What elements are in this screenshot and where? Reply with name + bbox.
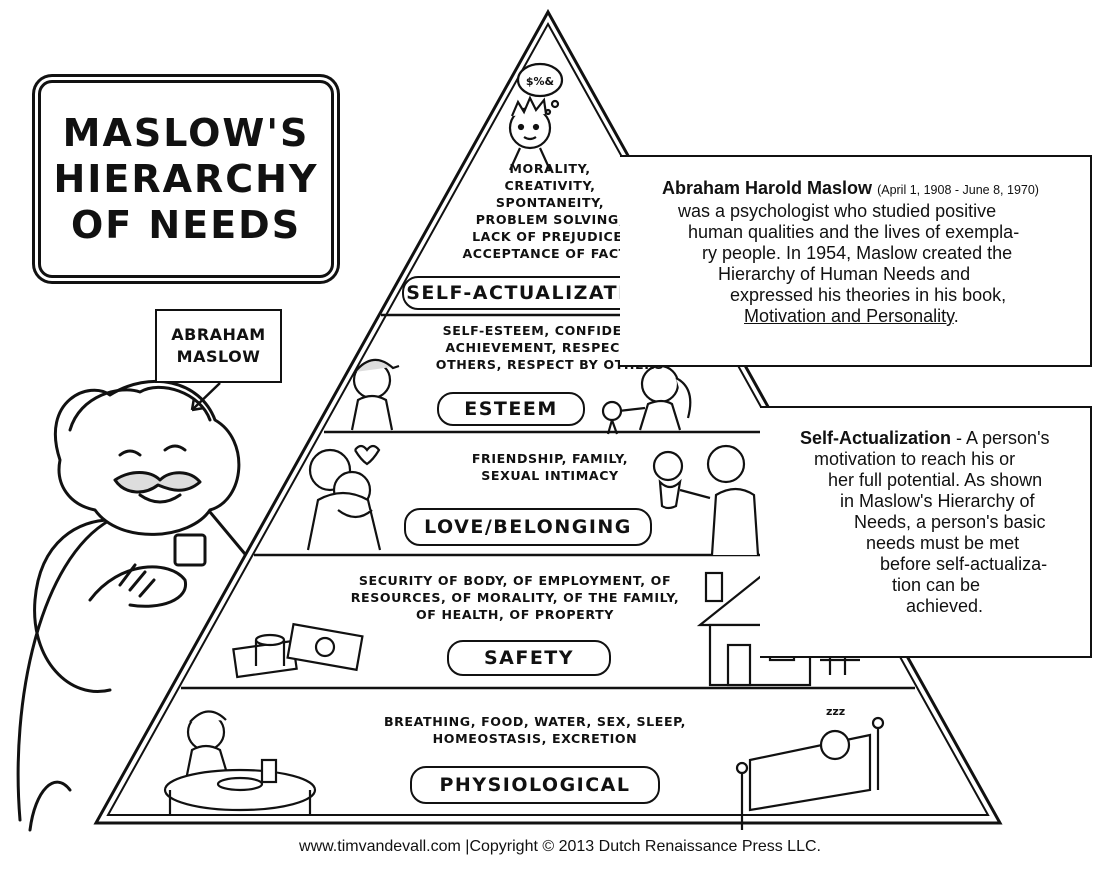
need-line: SEXUAL INTIMACY [481, 468, 619, 483]
bio-box [620, 155, 1092, 367]
need-line: SECURITY OF BODY, OF EMPLOYMENT, OF [358, 573, 672, 588]
thinking-boy-drawing [508, 62, 564, 171]
need-line: SPONTANEITY, [495, 195, 605, 210]
definition-first: - A person's [951, 428, 1050, 448]
esteem-needs: SELF-ESTEEM, CONFIDENCE, ACHIEVEMENT, RE… [410, 322, 690, 373]
definition-line: tion can be [892, 575, 981, 595]
maslow-character [16, 379, 252, 832]
name-tag-line: MASLOW [176, 347, 261, 366]
need-line: ACCEPTANCE OF FACTS [462, 246, 638, 261]
definition-line: before self-actualiza- [880, 554, 1048, 574]
money-house-drawing [232, 571, 860, 687]
bio-dates: (April 1, 1908 - June 8, 1970) [877, 183, 1039, 197]
need-line: SELF-ESTEEM, CONFIDENCE, [442, 323, 658, 338]
copyright-footer: www.timvandevall.com |Copyright © 2013 D… [299, 838, 821, 855]
need-line: MORALITY, [509, 161, 591, 176]
title-line: OF NEEDS [70, 203, 302, 247]
need-line: CREATIVITY, [504, 178, 596, 193]
love-belonging-label: LOVE/BELONGING [404, 508, 652, 546]
need-line: LACK OF PREJUDICE, [472, 229, 628, 244]
bio-line: ry people. In 1954, Maslow created the [702, 243, 1013, 263]
physiological-label: PHYSIOLOGICAL [410, 766, 660, 804]
definition-line: achieved. [906, 596, 984, 616]
need-line: HOMEOSTASIS, EXCRETION [432, 731, 638, 746]
name-tag-line: ABRAHAM [171, 325, 266, 344]
sleep-zzz: zzz [826, 705, 845, 718]
title-line: HIERARCHY [53, 157, 319, 201]
definition-line: motivation to reach his or [814, 449, 1016, 469]
esteem-children-drawing [350, 358, 692, 435]
need-line: ACHIEVEMENT, RESPECT OF [445, 340, 655, 355]
bio-line: Hierarchy of Human Needs and [718, 264, 971, 284]
bio-line: was a psychologist who studied positive [678, 201, 997, 221]
definition-line: in Maslow's Hierarchy of [840, 491, 1035, 511]
love-family-drawing [306, 444, 760, 556]
definition-line: needs must be met [866, 533, 1020, 553]
need-line: OTHERS, RESPECT BY OTHERS [435, 357, 665, 372]
definition-box [760, 406, 1092, 658]
name-tag: ABRAHAM MASLOW [155, 309, 282, 383]
love-belonging-needs: FRIENDSHIP, FAMILY, SEXUAL INTIMACY [420, 450, 680, 484]
need-line: PROBLEM SOLVING, [475, 212, 625, 227]
bio-name: Abraham Harold Maslow [662, 178, 873, 198]
need-line: BREATHING, FOOD, WATER, SEX, SLEEP, [383, 714, 687, 729]
bio-line: human qualities and the lives of exempla… [688, 222, 1020, 242]
esteem-label: ESTEEM [437, 392, 585, 426]
title-line: MASLOW'S [62, 111, 310, 155]
safety-needs: SECURITY OF BODY, OF EMPLOYMENT, OF RESO… [330, 572, 700, 623]
bio-line: expressed his theories in his book, [730, 285, 1007, 305]
definition-term: Self-Actualization [800, 428, 952, 448]
physiological-needs: BREATHING, FOOD, WATER, SEX, SLEEP, HOME… [365, 713, 705, 747]
eating-sleeping-drawing [163, 710, 885, 830]
need-line: RESOURCES, OF MORALITY, OF THE FAMILY, [350, 590, 680, 605]
safety-label: SAFETY [447, 640, 611, 676]
title-box: MASLOW'S HIERARCHY OF NEEDS [38, 80, 334, 278]
bio-end: . [953, 306, 959, 326]
bio-text: Abraham Harold Maslow (April 1, 1908 - J… [662, 178, 1039, 327]
thought-bubble-text: $%& [526, 75, 555, 88]
need-line: OF HEALTH, OF PROPERTY [415, 607, 615, 622]
definition-line: her full potential. As shown [828, 470, 1043, 490]
need-line: FRIENDSHIP, FAMILY, [471, 451, 629, 466]
self-actualization-needs: MORALITY, CREATIVITY, SPONTANEITY, PROBL… [440, 160, 660, 262]
definition-text: Self-Actualization - A person's motivati… [800, 428, 1050, 617]
book-title: Motivation and Personality [744, 306, 954, 326]
definition-line: Needs, a person's basic [854, 512, 1046, 532]
